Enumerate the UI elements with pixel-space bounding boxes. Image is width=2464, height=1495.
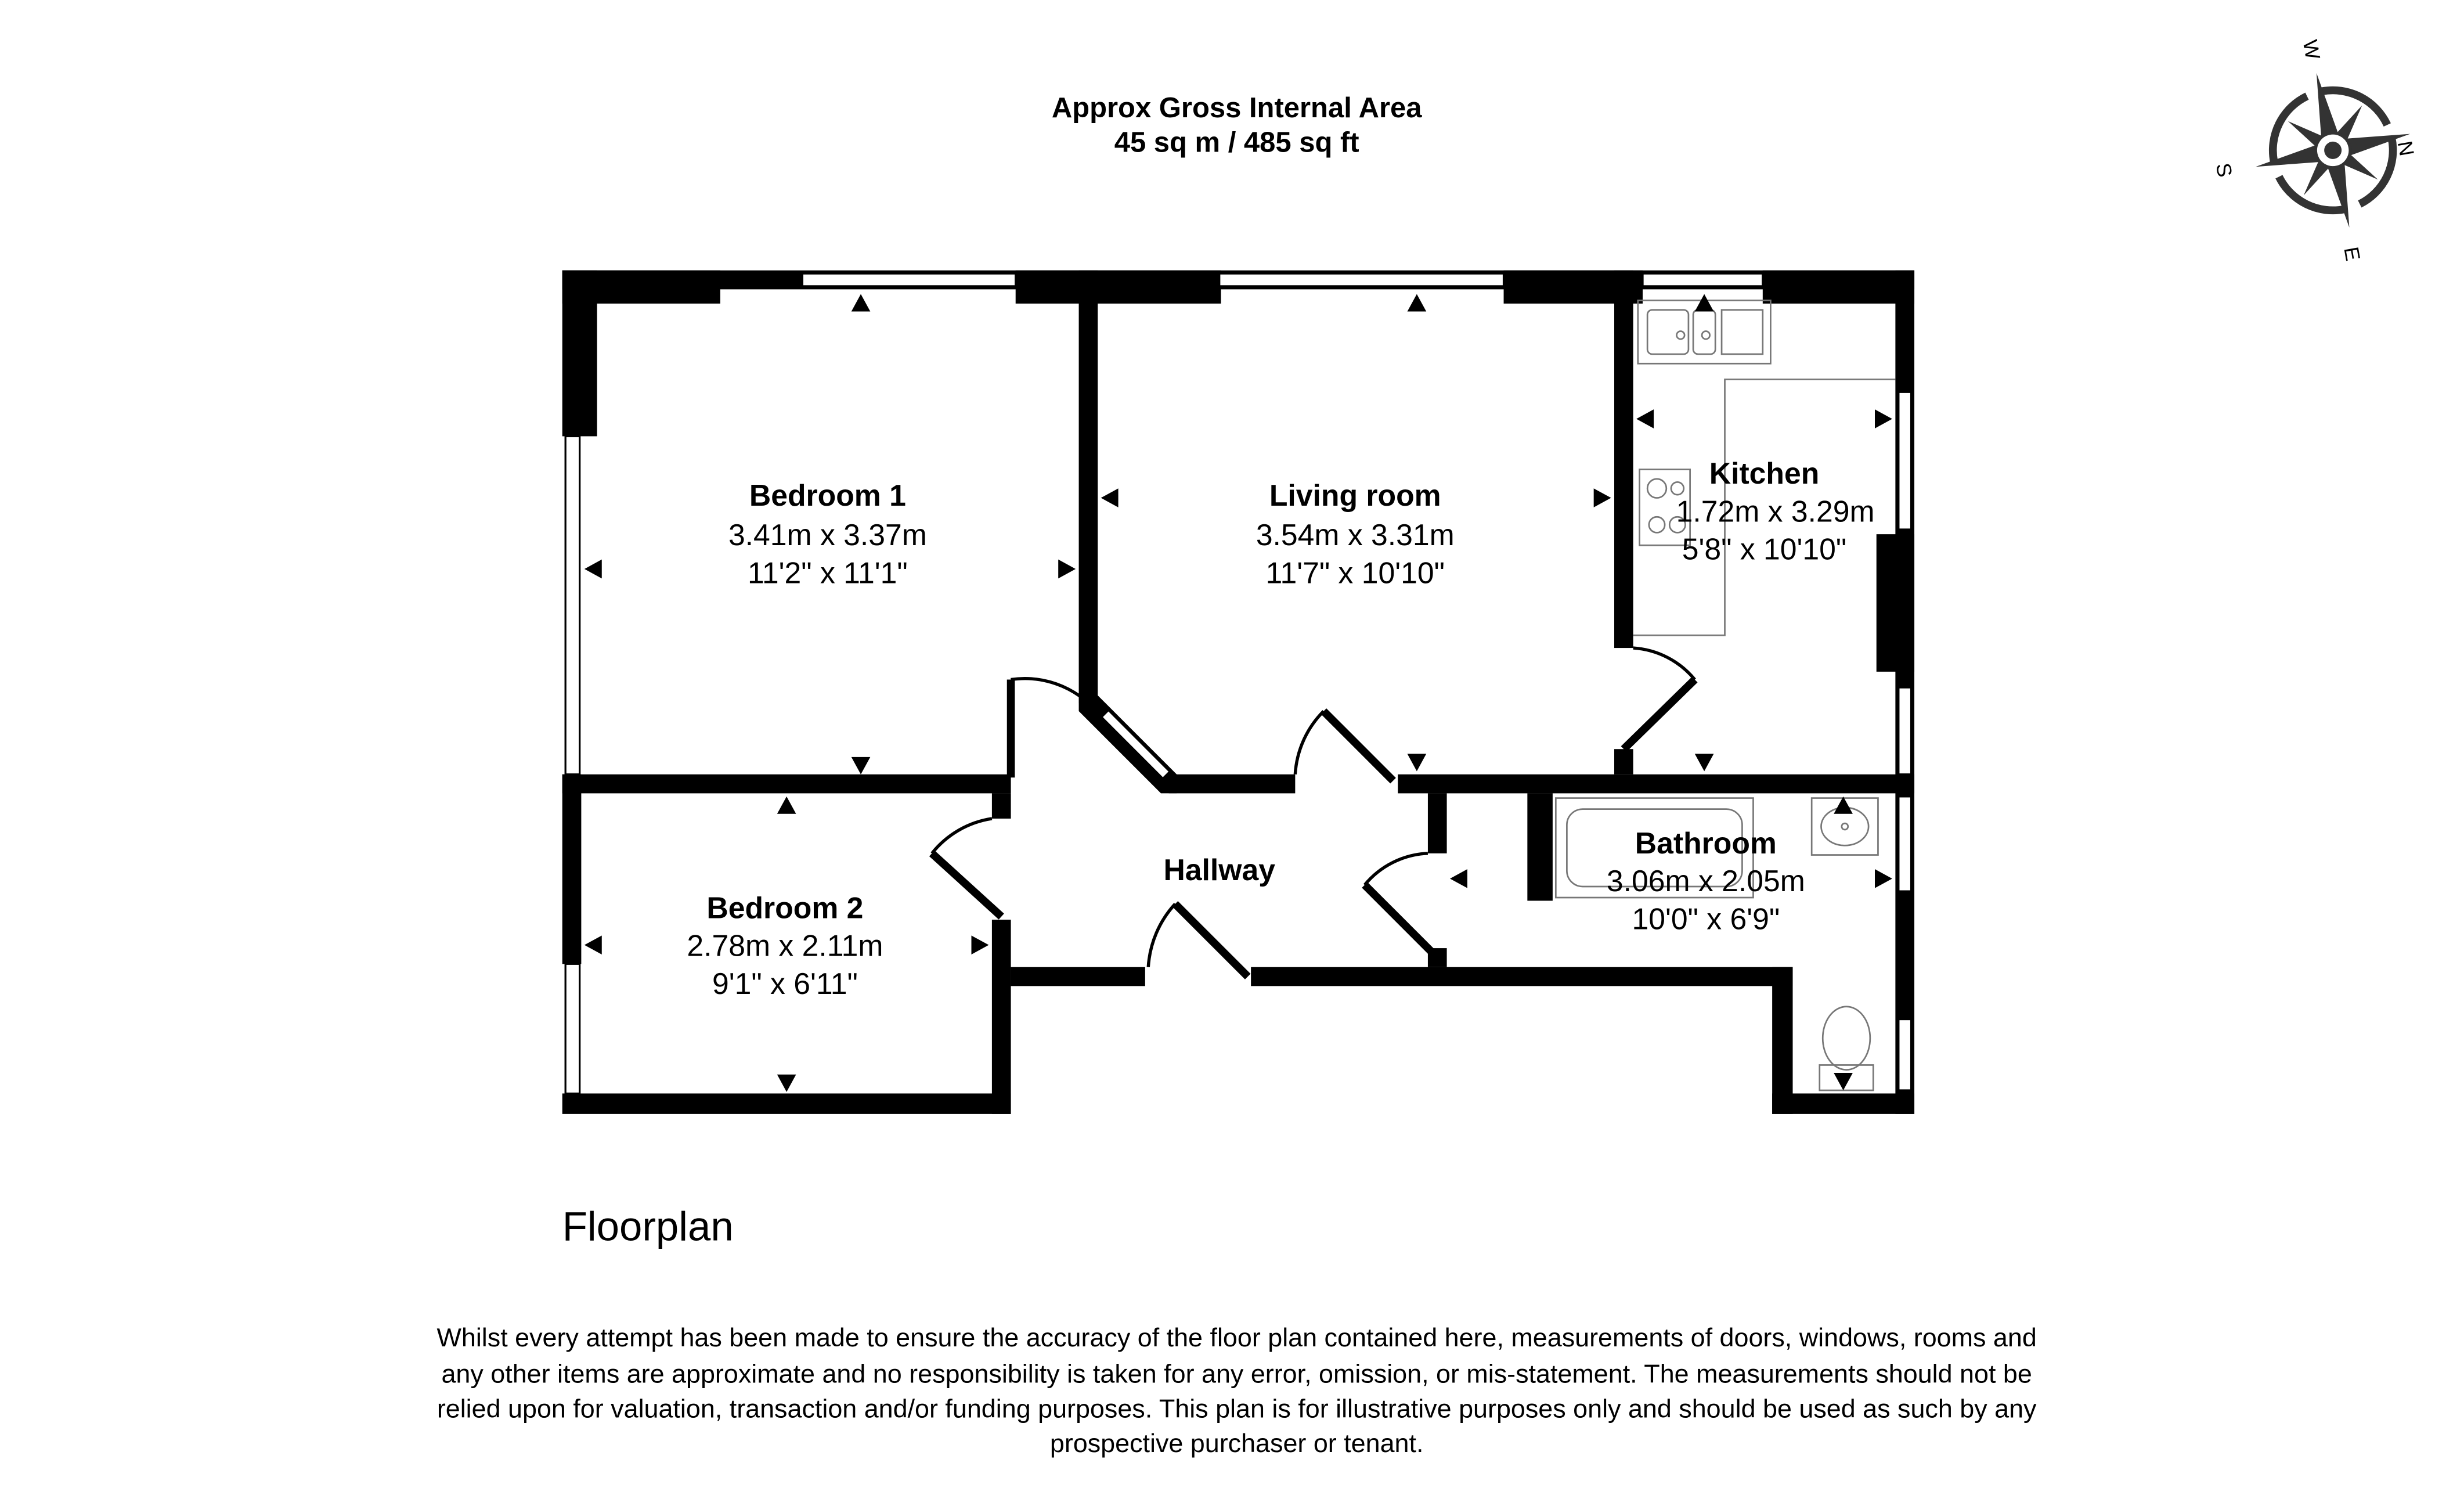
room-imperial: 10'0" x 6'9" — [1632, 902, 1780, 935]
toilet-icon — [1819, 1006, 1874, 1091]
room-imperial: 9'1" x 6'11" — [712, 967, 858, 1000]
room-imperial: 11'7" x 10'10" — [1266, 556, 1445, 590]
area-title: Approx Gross Internal Area — [1052, 92, 1422, 124]
compass-w: W — [2299, 38, 2324, 62]
room-hallway: Hallway — [1163, 853, 1275, 887]
windows — [564, 272, 1913, 1095]
compass-e: E — [2339, 245, 2364, 262]
room-name: Bathroom — [1635, 826, 1777, 860]
kitchen-worktop — [1633, 379, 1896, 636]
room-metric: 3.06m x 2.05m — [1607, 864, 1805, 898]
compass-icon — [2256, 73, 2411, 228]
room-bedroom-2: Bedroom 2 2.78m x 2.11m 9'1" x 6'11" — [687, 891, 883, 1000]
compass-n: N — [2393, 139, 2418, 158]
svg-text:relied upon for valuation, tra: relied upon for valuation, transaction a… — [437, 1393, 2037, 1423]
compass-s: S — [2212, 161, 2236, 179]
room-metric: 2.78m x 2.11m — [687, 929, 883, 963]
room-metric: 3.54m x 3.31m — [1256, 518, 1455, 552]
doors — [929, 646, 1698, 979]
dimension-arrows — [584, 294, 1892, 1092]
room-name: Bedroom 1 — [749, 478, 906, 512]
room-metric: 1.72m x 3.29m — [1676, 494, 1875, 528]
disclaimer: Whilst every attempt has been made to en… — [437, 1323, 2037, 1458]
room-bathroom: Bathroom 3.06m x 2.05m 10'0" x 6'9" — [1607, 826, 1805, 936]
room-bedroom-1: Bedroom 1 3.41m x 3.37m 11'2" x 11'1" — [728, 478, 927, 589]
svg-text:prospective purchaser or tenan: prospective purchaser or tenant. — [1050, 1428, 1424, 1458]
room-imperial: 11'2" x 11'1" — [748, 556, 908, 590]
bathtub-icon — [1554, 797, 1754, 899]
room-name: Living room — [1269, 478, 1441, 512]
floor-label: Floorplan — [562, 1204, 734, 1249]
svg-text:Whilst every attempt has been: Whilst every attempt has been made to en… — [437, 1323, 2037, 1352]
svg-text:any other items are approximat: any other items are approximate and no r… — [441, 1359, 2032, 1388]
room-kitchen: Kitchen 1.72m x 3.29m 5'8" x 10'10" — [1676, 456, 1875, 566]
room-living-room: Living room 3.54m x 3.31m 11'7" x 10'10" — [1256, 478, 1455, 589]
room-metric: 3.41m x 3.37m — [728, 518, 927, 552]
area-value: 45 sq m / 485 sq ft — [1114, 127, 1359, 158]
room-name: Kitchen — [1709, 456, 1820, 490]
room-name: Bedroom 2 — [706, 891, 863, 924]
hob-icon — [1639, 469, 1691, 546]
room-imperial: 5'8" x 10'10" — [1682, 532, 1846, 566]
